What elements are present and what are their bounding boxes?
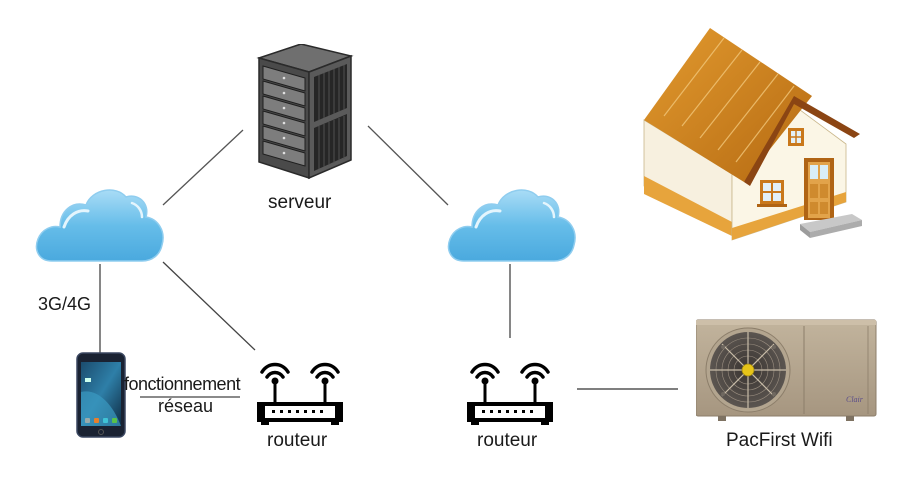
svg-text:Clair: Clair (846, 395, 864, 404)
cloud-icon-left (35, 189, 164, 262)
router-right-label: routeur (477, 430, 538, 451)
router-left-label: routeur (267, 430, 328, 451)
server-rack-icon (256, 44, 354, 180)
edge-cloud-left-to-server (162, 129, 244, 206)
server-label: serveur (268, 192, 332, 213)
smartphone-icon (76, 352, 126, 438)
heat-pump-label: PacFirst Wifi (726, 430, 833, 451)
cloud-icon-right (447, 189, 576, 262)
edge-cloud-left-to-router-left (162, 261, 256, 351)
local-network-label-line2: réseau (158, 396, 214, 416)
heat-pump-icon: Clair (696, 319, 877, 421)
wifi-router-icon-left (257, 362, 343, 425)
local-network-label-line1: fonctionnement (124, 374, 241, 394)
mobile-network-label: 3G/4G (38, 294, 92, 314)
edge-server-to-cloud-right (367, 125, 449, 206)
house-icon (643, 28, 862, 241)
wifi-router-icon-right (467, 362, 553, 425)
